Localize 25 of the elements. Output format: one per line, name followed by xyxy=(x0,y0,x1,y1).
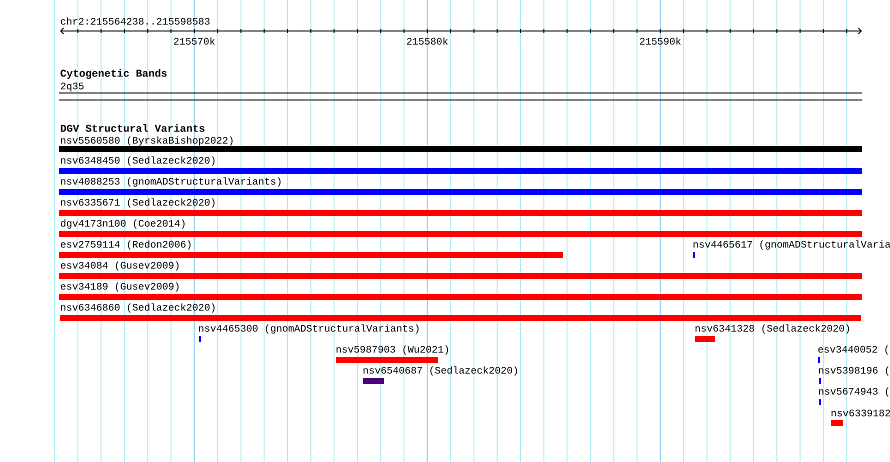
variant-label: nsv4465617 (gnomADStructuralVaria xyxy=(694,240,890,250)
variant-label: nsv5674943 ( xyxy=(819,387,889,397)
variant-label: nsv5560580 (ByrskaBishop2022) xyxy=(61,136,233,146)
track-heading: Cytogenetic Bands xyxy=(60,69,167,79)
variant-label: nsv6540687 (Sedlazeck2020) xyxy=(364,366,518,376)
track-label: chr2:215564238..215598583 xyxy=(60,17,210,25)
tick-label: 215580k xyxy=(407,37,448,45)
variant-label: nsv4088253 (gnomADStructuralVariants) xyxy=(61,177,281,187)
variant-label: nsv6341328 (Sedlazeck2020) xyxy=(696,324,850,334)
variant-label: esv34084 (Gusev2009) xyxy=(60,261,179,271)
variant-label: nsv6348450 (Sedlazeck2020) xyxy=(61,156,215,166)
variant-label: nsv6346860 (Sedlazeck2020) xyxy=(61,303,215,313)
variant-label: dgv4173n100 (Coe2014) xyxy=(60,219,185,229)
variant-label: esv2759114 (Redon2006) xyxy=(60,240,191,250)
variant-label: nsv6339182 xyxy=(832,410,890,416)
variant-label: nsv4465300 (gnomADStructuralVariants) xyxy=(199,324,419,334)
variant-label: esv3440052 ( xyxy=(818,345,888,355)
variant-label: nsv6335671 (Sedlazeck2020) xyxy=(61,198,215,208)
variant-label: nsv5398196 ( xyxy=(819,366,889,376)
track-label: 2q35 xyxy=(60,82,84,92)
tick-label: 215570k xyxy=(174,37,215,45)
variant-label: nsv5987903 (Wu2021) xyxy=(336,345,448,355)
tick-label: 215590k xyxy=(640,37,681,45)
track-heading: DGV Structural Variants xyxy=(60,124,204,132)
variant-label: esv34189 (Gusev2009) xyxy=(60,282,179,292)
